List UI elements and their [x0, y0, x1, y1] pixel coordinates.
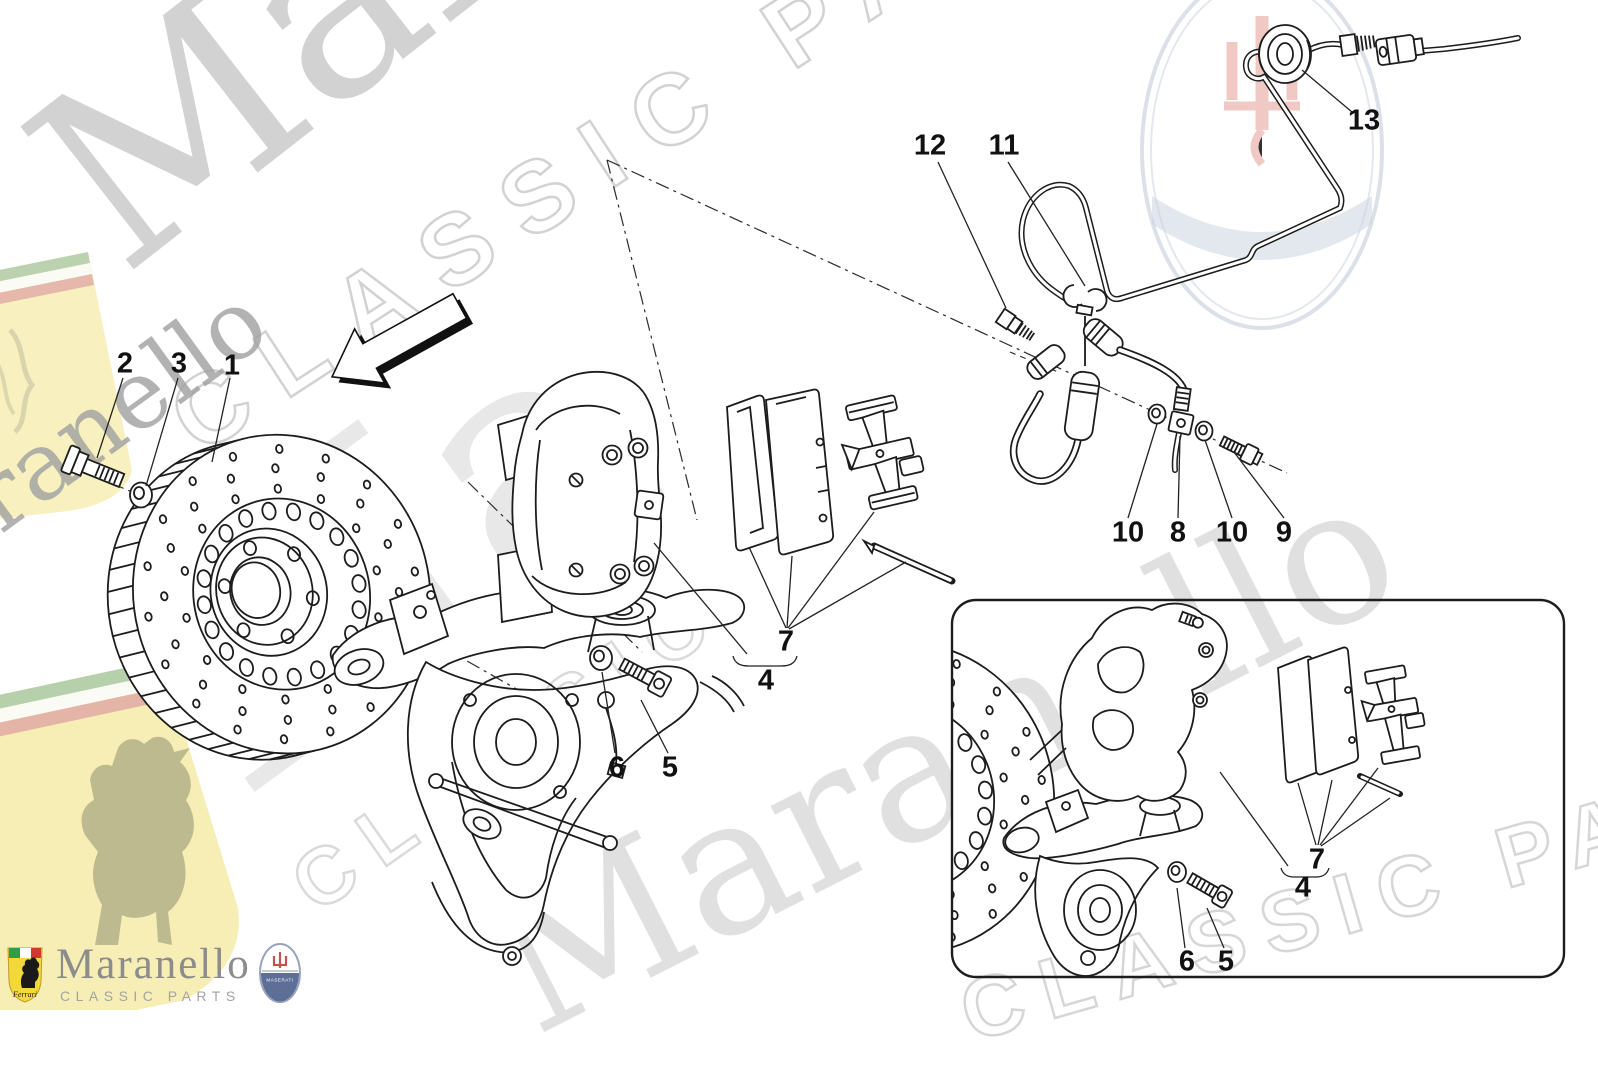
logo-brand-name: Maranello	[56, 941, 251, 988]
hose-caliper-end	[1010, 344, 1101, 485]
callout-label-5: 5	[1217, 945, 1235, 978]
callout-label-4: 4	[757, 664, 775, 697]
callout-label-11: 11	[988, 129, 1020, 162]
callout-label-3: 3	[170, 347, 188, 380]
inset-caliper-bracket-drawing	[1029, 602, 1228, 802]
steering-knuckle-drawing	[332, 582, 746, 966]
pipe-hex-union	[1374, 34, 1425, 66]
pad-pin	[861, 538, 956, 585]
callout-label-12: 12	[913, 129, 947, 162]
pipe-coil-grommet	[1258, 24, 1312, 84]
banjo-bolt	[1218, 435, 1264, 467]
caliper-bolt	[617, 657, 673, 698]
brake-caliper-drawing	[496, 371, 665, 624]
bleed-nipple	[994, 307, 1036, 341]
pipe-fitting-threaded	[1338, 33, 1376, 58]
callout-label-10: 10	[1215, 516, 1249, 549]
hose-upper-fitting	[1082, 318, 1192, 412]
inset-bolt	[1186, 872, 1233, 909]
logo-ferrari-shield: Ferrari	[7, 947, 43, 1003]
hose-clamp	[1062, 284, 1108, 317]
leader-lines-main	[96, 69, 1353, 754]
inset-pad-spring-clip	[1360, 664, 1426, 765]
inset-washer	[1167, 861, 1187, 883]
brake-pipe	[1018, 24, 1521, 303]
washer-10-left	[1147, 403, 1167, 425]
prancing-horse-watermark	[81, 736, 194, 945]
inset-detail-content	[952, 602, 1426, 977]
washer-10-right	[1194, 420, 1214, 442]
callout-label-7: 7	[777, 625, 795, 658]
hose-junction-block	[1167, 410, 1195, 473]
logo-maserati-badge: MASERATI	[259, 943, 301, 1003]
inset-pad-pin	[1357, 773, 1403, 797]
leader-lines-inset	[1176, 767, 1391, 949]
callout-label-5: 5	[661, 751, 679, 784]
disc-bolt	[60, 444, 126, 489]
background-watermark-layer	[0, 0, 1384, 1010]
logo-tagline: CLASSIC PARTS	[60, 988, 241, 1004]
callout-label-2: 2	[116, 347, 134, 380]
caliper-bleed-block	[633, 489, 665, 521]
inset-detail-box	[950, 598, 1566, 979]
dealer-logo: Maranello CLASSIC PARTS	[0, 938, 420, 1010]
callout-label-13: 13	[1347, 104, 1381, 137]
callout-label-6: 6	[608, 751, 626, 784]
parts-diagram-drawing: Ferrari MASERATI	[7, 24, 1566, 1003]
disc-washer	[129, 481, 153, 509]
callout-label-9: 9	[1275, 516, 1293, 549]
callout-label-6: 6	[1178, 945, 1196, 978]
callout-label-4: 4	[1294, 871, 1312, 904]
callout-label-7: 7	[1308, 843, 1326, 876]
caliper-washer	[589, 645, 613, 671]
callout-label-10: 10	[1111, 516, 1145, 549]
flexible-hose-assembly	[994, 284, 1264, 485]
pad-spring-clip	[840, 394, 925, 511]
inset-brake-pads-drawing	[1277, 646, 1360, 784]
inset-knuckle-drawing	[1002, 788, 1204, 977]
logo-maserati-text: MASERATI	[266, 978, 293, 983]
ferrari-shield-watermark-bottom	[0, 660, 239, 1010]
callout-label-1: 1	[223, 349, 241, 382]
logo-ferrari-text: Ferrari	[12, 990, 37, 999]
brake-pads-drawing	[726, 388, 835, 556]
direction-arrow	[330, 292, 474, 389]
callout-label-8: 8	[1169, 516, 1187, 549]
